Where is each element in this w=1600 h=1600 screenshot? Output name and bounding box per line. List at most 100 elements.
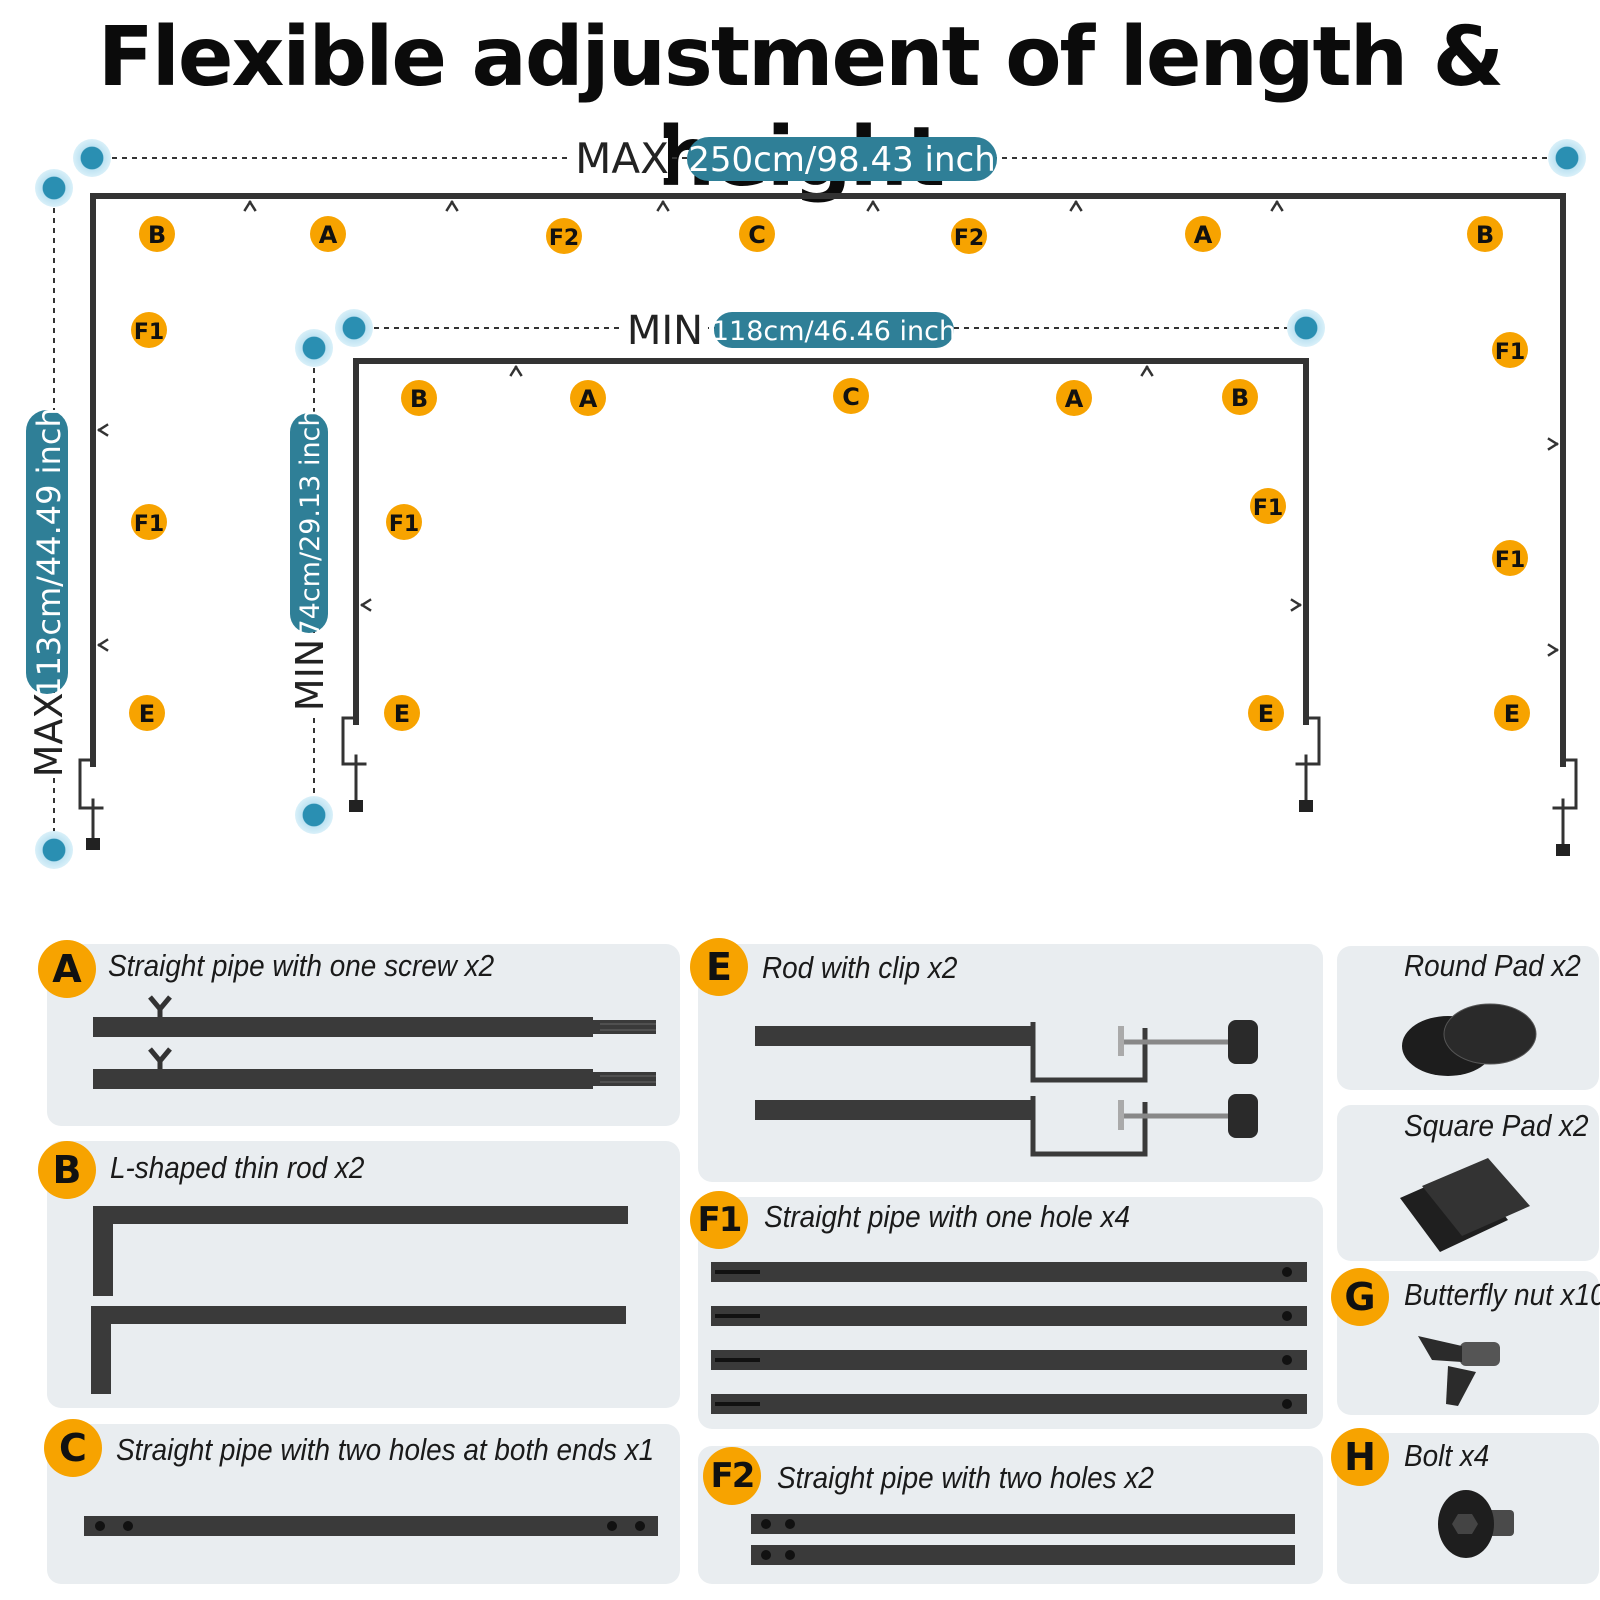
part-a-pipes: [93, 995, 656, 1089]
part-b-panel: [47, 1141, 680, 1408]
svg-text:B: B: [410, 385, 428, 413]
svg-text:F2: F2: [549, 226, 579, 251]
svg-text:E: E: [1258, 700, 1274, 728]
dimension-dot: [35, 831, 73, 869]
min-label-e-left: E: [384, 695, 420, 731]
part-g-badge: G: [1331, 1268, 1389, 1326]
min-width-word: MIN: [627, 308, 703, 354]
min-height-dimension: 74cm/29.13 inch MIN: [287, 329, 333, 834]
part-f2-badge: F2: [703, 1447, 761, 1505]
part-h-badge: H: [1331, 1428, 1389, 1486]
part-b-rods: [91, 1206, 628, 1394]
part-h-label: Bolt x4: [1404, 1438, 1490, 1473]
max-label-a-right: A: [1185, 216, 1221, 252]
part-f1-label: Straight pipe with one hole x4: [764, 1199, 1131, 1234]
part-c-badge: C: [44, 1419, 102, 1477]
round-pad-label: Round Pad x2: [1404, 948, 1581, 983]
max-label-f1-left-bottom: F1: [131, 504, 167, 540]
min-label-b-left: B: [401, 380, 437, 416]
max-label-a-left: A: [310, 216, 346, 252]
min-label-a-left: A: [570, 380, 606, 416]
svg-text:C: C: [842, 383, 860, 411]
max-height-dimension: 113cm/44.49 inch MAX: [26, 169, 73, 869]
max-frame-labels: B A F2 C F2 A B F1 F1 E F1 F1 E: [129, 216, 1530, 731]
svg-text:F1: F1: [134, 320, 164, 345]
svg-text:E: E: [1504, 700, 1520, 728]
svg-text:F1: F1: [1495, 548, 1525, 573]
max-width-pill: [687, 137, 997, 181]
min-width-value: 118cm/46.46 inch: [712, 316, 956, 347]
butterfly-nut-art: [1418, 1336, 1500, 1406]
dimension-dot: [295, 329, 333, 367]
svg-text:F2: F2: [954, 226, 984, 251]
dimension-dot: [35, 169, 73, 207]
part-c-pipe: [84, 1516, 658, 1536]
part-e-badge: E: [690, 938, 748, 996]
min-width-pill: [714, 312, 954, 348]
max-width-dimension: MAX 250cm/98.43 inch: [73, 134, 1586, 183]
part-g-label: Butterfly nut x10: [1404, 1277, 1600, 1312]
dimension-dot: [1287, 309, 1325, 347]
frame-diagram: MAX 250cm/98.43 inch 113cm/44.49 inch MA…: [26, 134, 1586, 869]
max-label-e-right: E: [1494, 695, 1530, 731]
max-height-word: MAX: [27, 693, 71, 778]
min-height-value: 74cm/29.13 inch: [295, 409, 326, 636]
svg-text:B: B: [148, 221, 166, 249]
svg-text:B: B: [1476, 221, 1494, 249]
svg-text:C: C: [748, 221, 766, 249]
part-f2-pipes: [751, 1514, 1295, 1565]
max-label-b-right: B: [1467, 216, 1503, 252]
part-c-label: Straight pipe with two holes at both end…: [116, 1432, 655, 1467]
part-a-badge: A: [38, 940, 96, 998]
part-f2-label: Straight pipe with two holes x2: [777, 1460, 1154, 1495]
svg-text:F1: F1: [1495, 340, 1525, 365]
part-a-label: Straight pipe with one screw x2: [108, 948, 495, 983]
svg-text:A: A: [319, 221, 338, 249]
min-label-c: C: [833, 378, 869, 414]
max-label-f1-left-top: F1: [131, 312, 167, 348]
max-label-f1-right-bottom: F1: [1492, 540, 1528, 576]
part-f1-badge: F1: [690, 1191, 748, 1249]
min-label-f1-left: F1: [386, 504, 422, 540]
part-b-label: L-shaped thin rod x2: [110, 1150, 365, 1185]
dimension-dot: [335, 309, 373, 347]
svg-text:A: A: [579, 385, 598, 413]
part-e-panel: [698, 944, 1323, 1182]
square-pad-art: [1400, 1158, 1530, 1252]
max-frame: [78, 193, 1578, 856]
svg-text:E: E: [394, 700, 410, 728]
square-pad-label: Square Pad x2: [1404, 1108, 1589, 1143]
part-b-badge: B: [38, 1141, 96, 1199]
min-height-word: MIN: [288, 639, 332, 711]
max-label-b-left: B: [139, 216, 175, 252]
min-label-b-right: B: [1222, 379, 1258, 415]
min-frame-labels: B A C A B F1 E F1 E: [384, 378, 1286, 731]
svg-text:F1: F1: [1253, 496, 1283, 521]
part-f1-pipes: [711, 1262, 1307, 1414]
max-height-value: 113cm/44.49 inch: [30, 407, 68, 696]
bolt-art: [1438, 1490, 1514, 1558]
svg-text:A: A: [1065, 385, 1084, 413]
dimension-dot: [1548, 139, 1586, 177]
max-width-value: 250cm/98.43 inch: [688, 140, 996, 180]
max-label-f2-right: F2: [951, 218, 987, 254]
svg-text:F1: F1: [134, 512, 164, 537]
min-frame: [341, 358, 1321, 812]
svg-text:B: B: [1231, 384, 1249, 412]
dimension-dot: [295, 796, 333, 834]
max-label-c: C: [739, 216, 775, 252]
part-e-rods: [755, 1020, 1258, 1157]
max-label-e-left: E: [129, 695, 165, 731]
max-label-f1-right-top: F1: [1492, 332, 1528, 368]
round-pad-art: [1402, 1003, 1537, 1076]
svg-text:A: A: [1194, 221, 1213, 249]
part-e-label: Rod with clip x2: [762, 950, 958, 985]
max-label-f2-left: F2: [546, 218, 582, 254]
min-label-f1-right: F1: [1250, 488, 1286, 524]
min-label-e-right: E: [1248, 695, 1284, 731]
max-width-word: MAX: [575, 134, 669, 183]
svg-text:E: E: [139, 700, 155, 728]
min-width-dimension: MIN 118cm/46.46 inch: [335, 308, 1325, 354]
min-label-a-right: A: [1056, 380, 1092, 416]
